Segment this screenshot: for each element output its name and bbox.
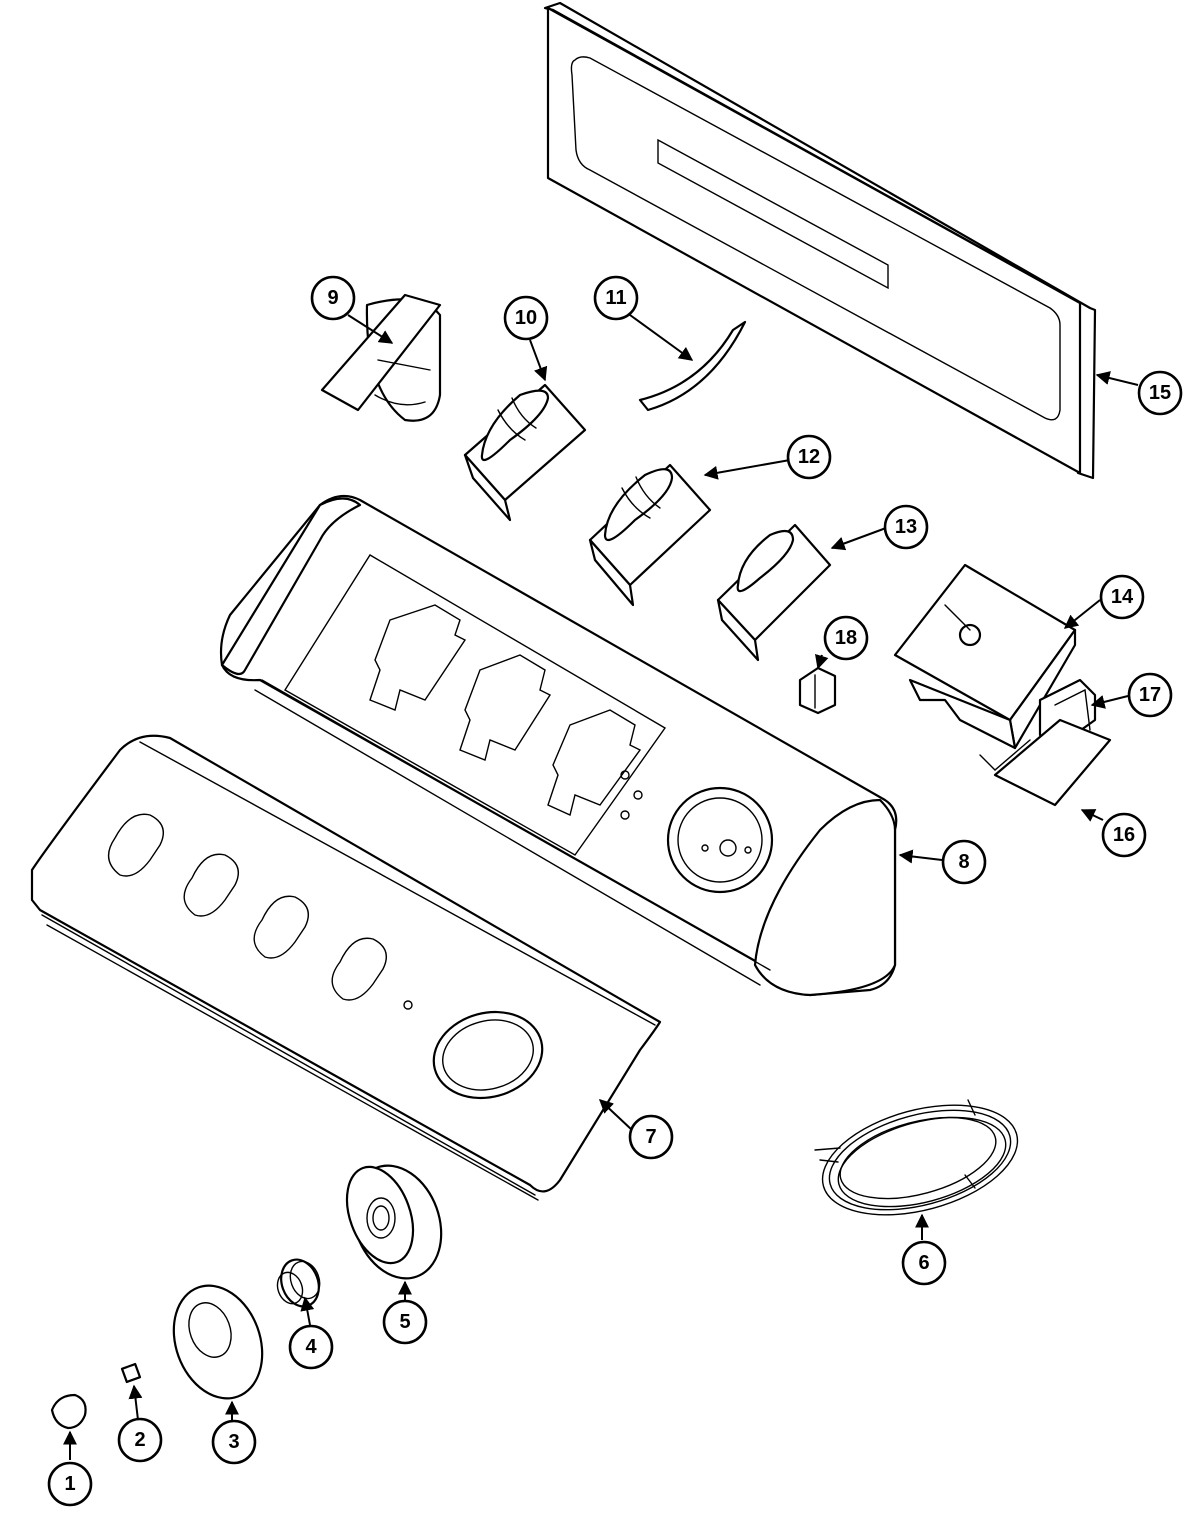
part-15-rear-panel	[543, 1, 1097, 480]
svg-text:10: 10	[515, 307, 537, 329]
svg-text:1: 1	[64, 1473, 75, 1495]
callout-8: 8	[941, 839, 987, 885]
callout-18: 18	[823, 615, 869, 661]
callout-9: 9	[310, 275, 356, 321]
part-1-cap	[50, 1393, 87, 1430]
part-4-spring	[276, 1258, 321, 1308]
callout-7: 7	[628, 1114, 674, 1160]
part-10-switch	[463, 383, 587, 522]
part-7-front-panel	[30, 734, 662, 1201]
part-8-control-console	[219, 494, 898, 997]
part-9-selector	[320, 293, 442, 422]
callout-14: 14	[1099, 574, 1145, 620]
callout-3: 3	[211, 1419, 257, 1465]
svg-text:12: 12	[798, 446, 820, 468]
callout-12: 12	[786, 434, 832, 480]
svg-text:16: 16	[1113, 824, 1135, 846]
callout-15: 15	[1137, 370, 1183, 416]
svg-text:3: 3	[228, 1431, 239, 1453]
part-18-connector	[798, 666, 837, 715]
part-3-knob	[172, 1284, 264, 1400]
svg-text:11: 11	[605, 287, 626, 309]
leader-lines	[63, 314, 1139, 1460]
callout-17: 17	[1127, 672, 1173, 718]
svg-text:4: 4	[305, 1336, 317, 1358]
svg-text:17: 17	[1139, 684, 1161, 706]
part-13-switch	[716, 523, 832, 662]
part-16-plate	[979, 718, 1112, 807]
svg-text:18: 18	[835, 627, 857, 649]
callout-16: 16	[1101, 812, 1147, 858]
svg-text:8: 8	[958, 851, 969, 873]
svg-text:13: 13	[895, 516, 917, 538]
callout-10: 10	[503, 295, 549, 341]
part-2-clip	[120, 1362, 142, 1384]
part-12-switch	[588, 463, 712, 607]
svg-text:6: 6	[918, 1252, 929, 1274]
callout-1: 1	[47, 1461, 93, 1507]
svg-text:5: 5	[399, 1311, 410, 1333]
callout-5: 5	[382, 1299, 428, 1345]
svg-text:14: 14	[1111, 586, 1134, 608]
callout-4: 4	[288, 1324, 334, 1370]
svg-text:15: 15	[1149, 382, 1171, 404]
callout-6: 6	[901, 1240, 947, 1286]
callout-13: 13	[883, 504, 929, 550]
callout-11: 11	[593, 275, 639, 321]
svg-text:2: 2	[134, 1429, 145, 1451]
callout-2: 2	[117, 1417, 163, 1463]
svg-text:9: 9	[327, 287, 338, 309]
part-6-wire-harness	[814, 1099, 1019, 1216]
svg-text:7: 7	[645, 1126, 656, 1148]
part-11-hose	[638, 320, 747, 412]
part-5-knob	[345, 1164, 443, 1280]
part-14-timer	[893, 563, 1077, 750]
